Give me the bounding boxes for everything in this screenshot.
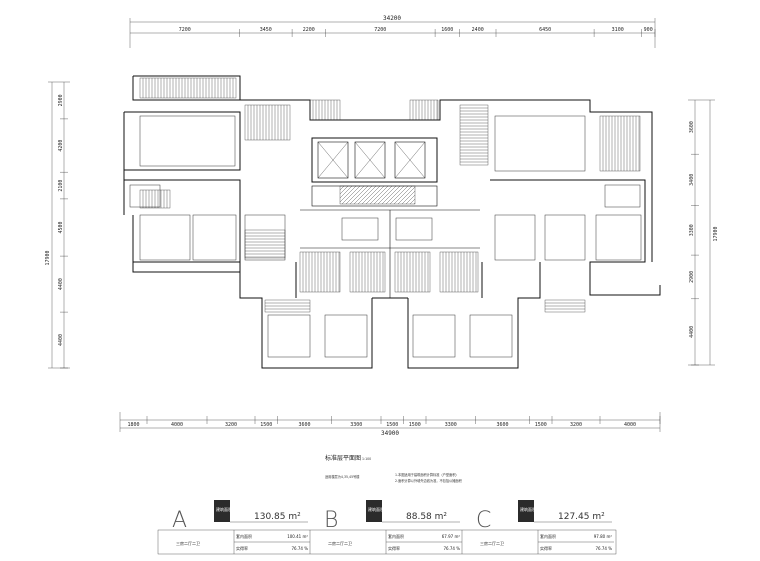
area-badge-label: 建筑面积 — [520, 506, 536, 512]
hatch-region-14 — [339, 185, 416, 205]
top-dim-6: 6450 — [539, 27, 551, 33]
plan-note-1: 1.本图适用于建筑面积计算标准（户型面积） — [395, 472, 459, 477]
unit-row-value: 97.80 m² — [594, 534, 613, 539]
area-badge — [366, 500, 382, 522]
left-total-dim: 17900 — [45, 250, 51, 265]
bottom-dim-9: 3600 — [496, 422, 508, 428]
plan-subtitle: 适用楼层为4,35,45号楼 — [325, 474, 360, 479]
top-dim-1: 3450 — [260, 27, 272, 33]
left-dimensions: 17900 2900 4200 2100 4500 4400 4400 — [45, 81, 70, 369]
right-dim-2: 3300 — [689, 224, 695, 236]
hatch-region-8 — [459, 104, 489, 166]
top-dim-4: 1600 — [441, 27, 453, 33]
bottom-dim-5: 3300 — [350, 422, 362, 428]
bottom-dim-8: 3300 — [445, 422, 457, 428]
unit-row-label: 实得率 — [236, 545, 248, 551]
area-badge — [214, 500, 230, 522]
unit-type: 二房二厅二卫 — [328, 540, 352, 546]
bottom-dim-3: 1500 — [260, 422, 272, 428]
hatch-region-0 — [139, 77, 237, 99]
unit-block-a: A 建筑面积 130.85 m² 三房二厅二卫 套内面积 100.41 m² 实得率 76.7… — [172, 500, 310, 554]
right-dim-3: 2900 — [689, 271, 695, 283]
bottom-dim-1: 4000 — [171, 422, 183, 428]
unit-row-value: 100.41 m² — [287, 534, 308, 539]
unit-row-value: 76.74 % — [443, 546, 460, 551]
left-dim-0: 2900 — [58, 94, 64, 106]
bottom-dim-7: 1500 — [409, 422, 421, 428]
unit-letter: C — [476, 508, 491, 533]
unit-area-value: 130.85 m² — [254, 512, 301, 522]
building-walls — [123, 75, 661, 369]
hatch-region-2 — [244, 229, 286, 259]
area-badge-label: 建筑面积 — [216, 506, 232, 512]
unit-row-label: 套内面积 — [236, 533, 252, 539]
top-total-dim: 34200 — [383, 15, 401, 22]
bottom-dim-2: 3200 — [225, 422, 237, 428]
bottom-dimensions: 34900 1800 4000 3200 1500 3600 3300 1500 1500 33… — [119, 412, 661, 437]
unit-row-label: 套内面积 — [388, 533, 404, 539]
left-dim-3: 4500 — [58, 221, 64, 233]
unit-letter: A — [172, 508, 187, 533]
unit-row-value: 76.74 % — [291, 546, 308, 551]
top-dim-2: 2200 — [303, 27, 315, 33]
plan-scale: 1:100 — [362, 457, 371, 461]
area-badge-label: 建筑面积 — [368, 506, 384, 512]
floor-tile-hatching — [139, 77, 641, 313]
hatch-region-11 — [139, 189, 171, 209]
hatch-region-10 — [599, 115, 641, 172]
bottom-dim-0: 1800 — [127, 422, 139, 428]
bottom-dim-11: 3200 — [570, 422, 582, 428]
right-total-dim: 17900 — [713, 226, 719, 241]
top-dim-3: 7200 — [374, 27, 386, 33]
bottom-dim-12: 4000 — [624, 422, 636, 428]
top-dim-0: 7200 — [179, 27, 191, 33]
left-dim-5: 4400 — [58, 334, 64, 346]
top-dim-7: 3100 — [612, 27, 624, 33]
right-dim-1: 3400 — [689, 174, 695, 186]
hatch-region-5 — [349, 251, 386, 293]
unit-area-table: A 建筑面积 130.85 m² 三房二厅二卫 套内面积 100.41 m² 实得率 76.7… — [157, 500, 617, 555]
left-dim-2: 2100 — [58, 180, 64, 192]
unit-letter: B — [324, 508, 338, 533]
right-dimensions: 17900 3600 3400 3300 2900 4400 — [688, 99, 719, 366]
hatch-region-6 — [394, 251, 431, 293]
plan-title: 标准层平面图 — [325, 454, 361, 462]
unit-row-label: 实得率 — [540, 545, 552, 551]
unit-row-label: 套内面积 — [540, 533, 556, 539]
drawing-title: 标准层平面图 1:100 适用楼层为4,35,45号楼 1.本图适用于建筑面积计… — [325, 454, 463, 483]
bottom-dim-10: 1500 — [535, 422, 547, 428]
left-dim-1: 4200 — [58, 140, 64, 152]
bottom-total-dim: 34900 — [381, 430, 399, 437]
area-badge — [518, 500, 534, 522]
hatch-region-4 — [299, 251, 341, 293]
unit-row-label: 实得率 — [388, 545, 400, 551]
hatch-region-3 — [264, 299, 311, 313]
hatch-region-13 — [409, 99, 439, 121]
bottom-dim-4: 3600 — [298, 422, 310, 428]
hatch-region-12 — [309, 99, 341, 121]
unit-area-value: 88.58 m² — [406, 512, 447, 522]
top-dim-5: 2400 — [472, 27, 484, 33]
hatch-region-7 — [439, 251, 479, 293]
unit-type: 三房二厅二卫 — [176, 540, 200, 546]
unit-area-value: 127.45 m² — [558, 512, 605, 522]
right-dim-0: 3600 — [689, 121, 695, 133]
top-dimensions: 34200 7200 3450 2200 7200 1600 2400 6450 3100 90… — [129, 15, 656, 48]
unit-row-value: 67.97 m² — [442, 534, 461, 539]
unit-block-c: C 建筑面积 127.45 m² 三房二厅二卫 套内面积 97.80 m² 实得率 76.74… — [476, 500, 614, 554]
bottom-dim-6: 1500 — [386, 422, 398, 428]
right-dim-4: 4400 — [689, 326, 695, 338]
unit-block-b: B 建筑面积 88.58 m² 二房二厅二卫 套内面积 67.97 m² 实得率 76.74 … — [324, 500, 462, 554]
hatch-region-9 — [544, 299, 586, 313]
unit-type: 三房二厅二卫 — [480, 540, 504, 546]
left-dim-4: 4400 — [58, 278, 64, 290]
plan-note-2: 2.面积计算以外墙外边线为准，不包括公摊面积 — [395, 478, 463, 483]
room-partitions — [129, 115, 642, 358]
top-dim-8: 900 — [644, 27, 653, 33]
hatch-region-1 — [244, 104, 291, 141]
unit-row-value: 76.74 % — [595, 546, 612, 551]
